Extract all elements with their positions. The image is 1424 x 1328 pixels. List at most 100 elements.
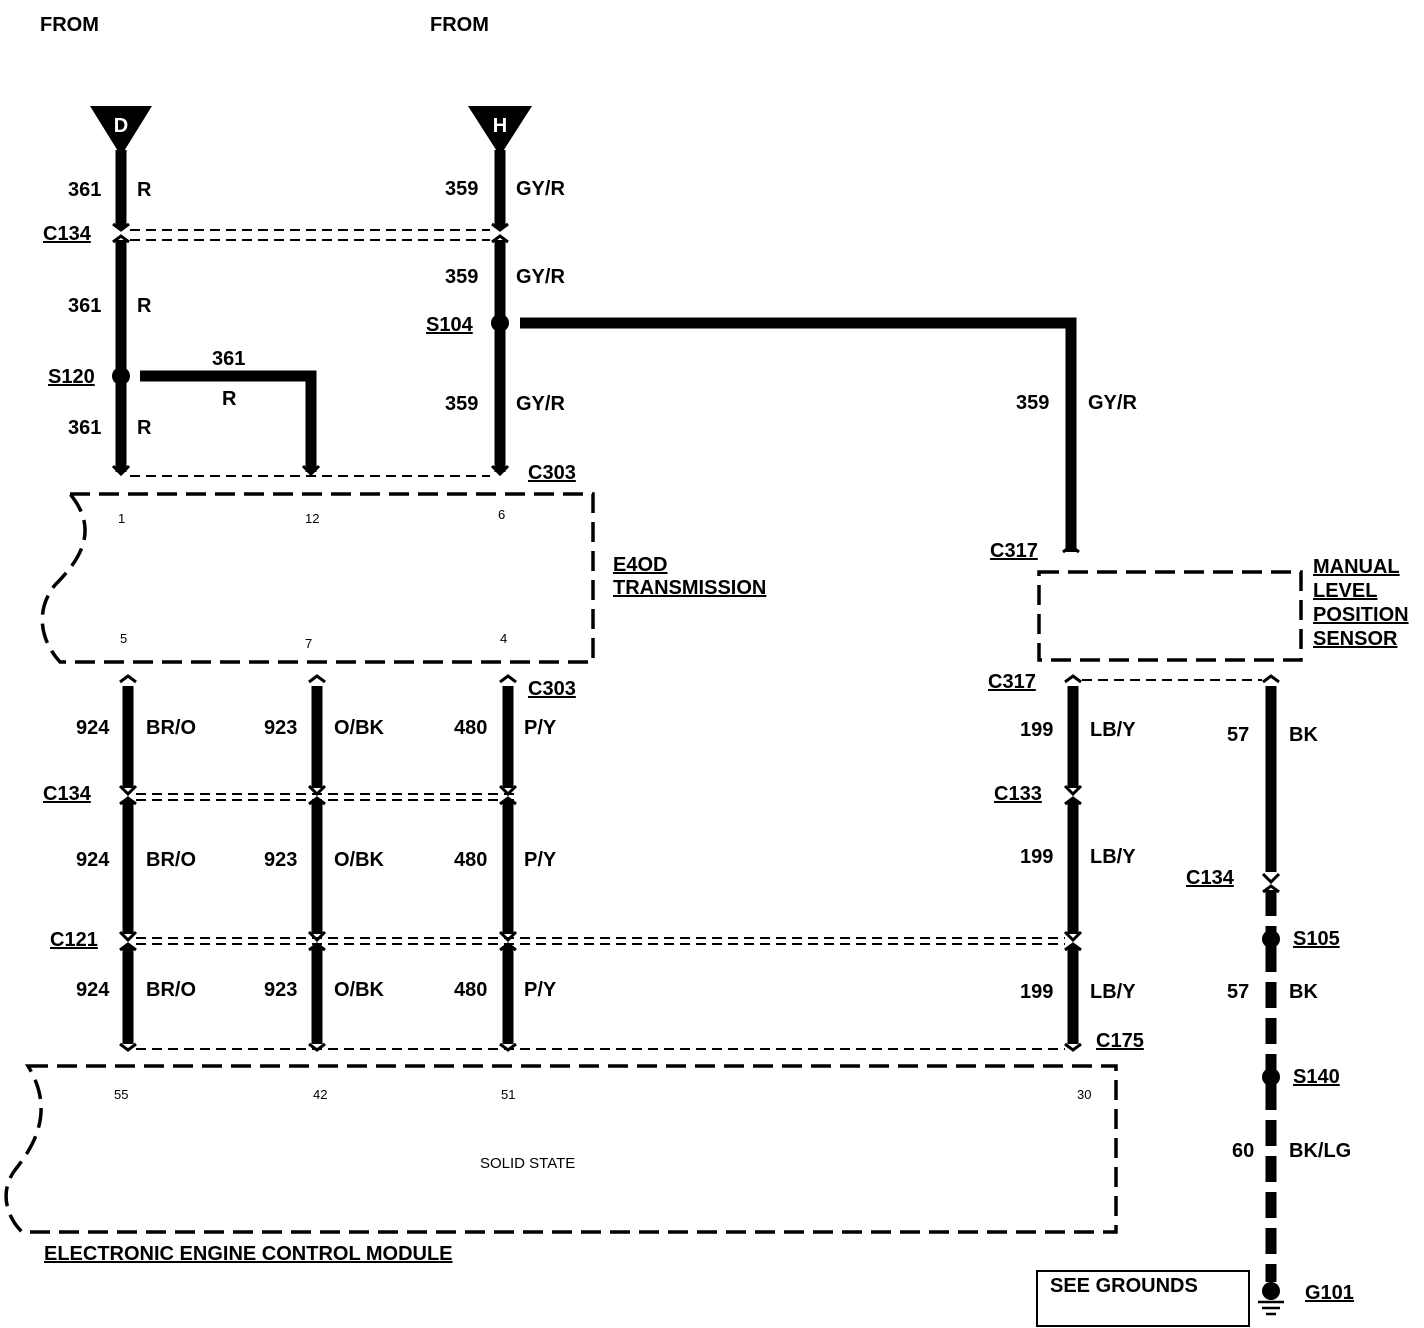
- circuit-199-label: 199: [1020, 981, 1053, 1003]
- color-r-label: R: [222, 388, 237, 410]
- color-bro-label: BR/O: [146, 849, 196, 871]
- pin-7: 7: [305, 636, 312, 651]
- color-obk-label: O/BK: [334, 849, 385, 871]
- lower-chevrons: [118, 674, 1281, 1052]
- pin-12: 12: [305, 511, 319, 526]
- circuit-361-label: 361: [68, 179, 101, 201]
- circuit-359-label: 359: [1016, 392, 1049, 414]
- splice-s104-dot-icon: [491, 314, 509, 332]
- connector-c303-label: C303: [528, 462, 576, 484]
- circuit-480-label: 480: [454, 849, 487, 871]
- splice-s120-label: S120: [48, 366, 95, 388]
- mlps-title-line2: LEVEL: [1313, 580, 1377, 602]
- splice-s104-label: S104: [426, 314, 474, 336]
- connector-c175-label: C175: [1096, 1030, 1144, 1052]
- color-obk-label: O/BK: [334, 979, 385, 1001]
- wire-361: [115, 150, 317, 472]
- color-gyr-label: GY/R: [516, 178, 565, 200]
- mlps-title-line4: SENSOR: [1313, 628, 1398, 650]
- connector-c134-label: C134: [43, 783, 92, 805]
- source-d-triangle-icon: [90, 106, 152, 156]
- splice-s140-label: S140: [1293, 1066, 1340, 1088]
- from-label-left: FROM: [40, 14, 99, 36]
- splice-s105-dot-icon: [1262, 930, 1280, 948]
- wire-359: [494, 150, 1077, 552]
- color-bk-label: BK: [1289, 981, 1318, 1003]
- pin-6: 6: [498, 507, 505, 522]
- source-d-label: D: [114, 115, 128, 137]
- color-py-label: P/Y: [524, 979, 557, 1001]
- ground-g101-label: G101: [1305, 1282, 1354, 1304]
- source-h-triangle-icon: [468, 106, 532, 156]
- circuit-60-label: 60: [1232, 1140, 1254, 1162]
- connector-c134-label: C134: [43, 223, 92, 245]
- pin-1: 1: [118, 511, 125, 526]
- circuit-361-label: 361: [68, 295, 101, 317]
- color-r-label: R: [137, 417, 152, 439]
- splice-s140-dot-icon: [1262, 1068, 1280, 1086]
- connector-c317-label: C317: [988, 671, 1036, 693]
- solid-state-label: SOLID STATE: [480, 1155, 575, 1172]
- color-py-label: P/Y: [524, 717, 557, 739]
- connector-c134-label: C134: [1186, 867, 1235, 889]
- mlps-title-line1: MANUAL: [1313, 556, 1400, 578]
- circuit-359-label: 359: [445, 178, 478, 200]
- connector-c303-label: C303: [528, 678, 576, 700]
- color-bro-label: BR/O: [146, 717, 196, 739]
- color-bro-label: BR/O: [146, 979, 196, 1001]
- color-gyr-label: GY/R: [516, 393, 565, 415]
- color-gyr-label: GY/R: [516, 266, 565, 288]
- color-bklg-label: BK/LG: [1289, 1140, 1351, 1162]
- color-gyr-label: GY/R: [1088, 392, 1137, 414]
- circuit-359-label: 359: [445, 266, 478, 288]
- pin-30: 30: [1077, 1087, 1091, 1102]
- circuit-923-label: 923: [264, 979, 297, 1001]
- connector-c133-label: C133: [994, 783, 1042, 805]
- color-r-label: R: [137, 295, 152, 317]
- source-h-label: H: [493, 115, 507, 137]
- circuit-361-label: 361: [212, 348, 245, 370]
- color-py-label: P/Y: [524, 849, 557, 871]
- lower-connector-dashes: [136, 679, 1262, 1050]
- see-grounds-label: SEE GROUNDS: [1050, 1275, 1198, 1297]
- eec-module-outline: [4, 1064, 1118, 1234]
- circuit-57-label: 57: [1227, 724, 1249, 746]
- transmission-outline: [40, 492, 595, 664]
- transmission-title-line1: E4OD: [613, 554, 667, 576]
- circuit-924-label: 924: [76, 717, 110, 739]
- transmission-title-line2: TRANSMISSION: [613, 577, 766, 599]
- circuit-923-label: 923: [264, 849, 297, 871]
- from-label-right: FROM: [430, 14, 489, 36]
- circuit-199-label: 199: [1020, 846, 1053, 868]
- pin-51: 51: [501, 1087, 515, 1102]
- color-r-label: R: [137, 179, 152, 201]
- color-lby-label: LB/Y: [1090, 719, 1136, 741]
- color-lby-label: LB/Y: [1090, 846, 1136, 868]
- circuit-199-label: 199: [1020, 719, 1053, 741]
- color-lby-label: LB/Y: [1090, 981, 1136, 1003]
- connector-c317-label: C317: [990, 540, 1038, 562]
- pin-5: 5: [120, 631, 127, 646]
- color-bk-label: BK: [1289, 724, 1318, 746]
- mlps-outline: [1037, 570, 1303, 662]
- eec-module-title: ELECTRONIC ENGINE CONTROL MODULE: [44, 1243, 453, 1265]
- circuit-480-label: 480: [454, 979, 487, 1001]
- pin-55: 55: [114, 1087, 128, 1102]
- mlps-title-line3: POSITION: [1313, 604, 1409, 626]
- connector-chevrons: [111, 222, 1080, 554]
- circuit-923-label: 923: [264, 717, 297, 739]
- pin-4: 4: [500, 631, 507, 646]
- color-obk-label: O/BK: [334, 717, 385, 739]
- circuit-361-label: 361: [68, 417, 101, 439]
- see-grounds-box: [1036, 1270, 1250, 1327]
- ground-icon: [1258, 1282, 1284, 1316]
- circuit-924-label: 924: [76, 979, 110, 1001]
- pin-42: 42: [313, 1087, 327, 1102]
- splice-s120-dot-icon: [112, 367, 130, 385]
- circuit-57-label: 57: [1227, 981, 1249, 1003]
- circuit-924-label: 924: [76, 849, 110, 871]
- circuit-359-label: 359: [445, 393, 478, 415]
- circuit-480-label: 480: [454, 717, 487, 739]
- splice-s105-label: S105: [1293, 928, 1340, 950]
